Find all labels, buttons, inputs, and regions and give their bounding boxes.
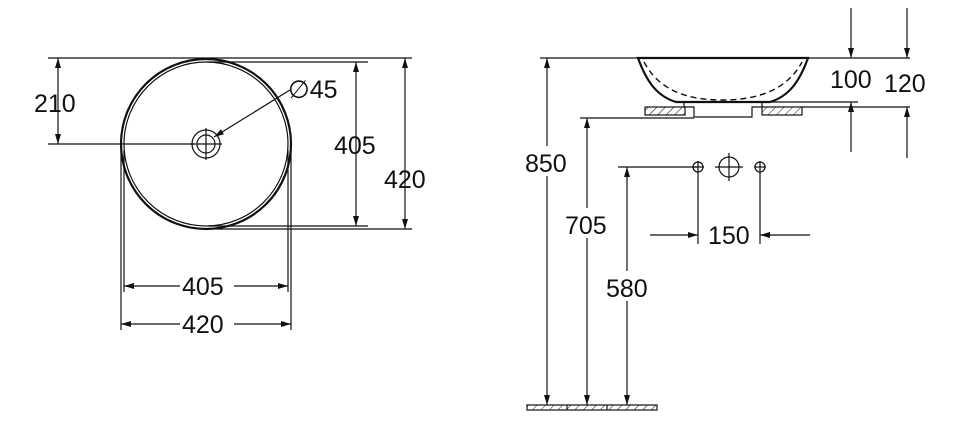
tap-hole-left [692,161,704,173]
dim-label-405-vertical: 405 [334,132,376,160]
countertop-left-hatch [644,106,686,116]
countertop-right-hatch [761,106,803,116]
basin-inner-dashed [643,61,803,101]
floor-hatch [526,404,658,411]
dim-label-100: 100 [830,66,872,94]
dim-label-210: 210 [34,90,76,118]
dim-label-420-horizontal: 420 [182,311,224,339]
dim-label-120: 120 [884,70,926,98]
dim-label-420-vertical: 420 [384,166,426,194]
drain-symbol [190,128,222,160]
tap-hole-right [754,161,766,173]
dim-label-580: 580 [606,275,648,303]
dim-label-850: 850 [525,150,567,178]
top-view: ∅45 210 405 420 405 420 [34,57,426,339]
dim-label-405-horizontal: 405 [182,273,224,301]
dim-label-150: 150 [708,222,750,250]
drain-diameter-label: ∅45 [288,76,338,104]
side-view: 100 120 150 850 7 [524,8,926,411]
drain-leader [213,89,291,138]
basin-side-profile [636,56,810,104]
basin-base [683,102,763,118]
dim-label-705: 705 [565,212,607,240]
tap-hole-center [715,153,743,181]
